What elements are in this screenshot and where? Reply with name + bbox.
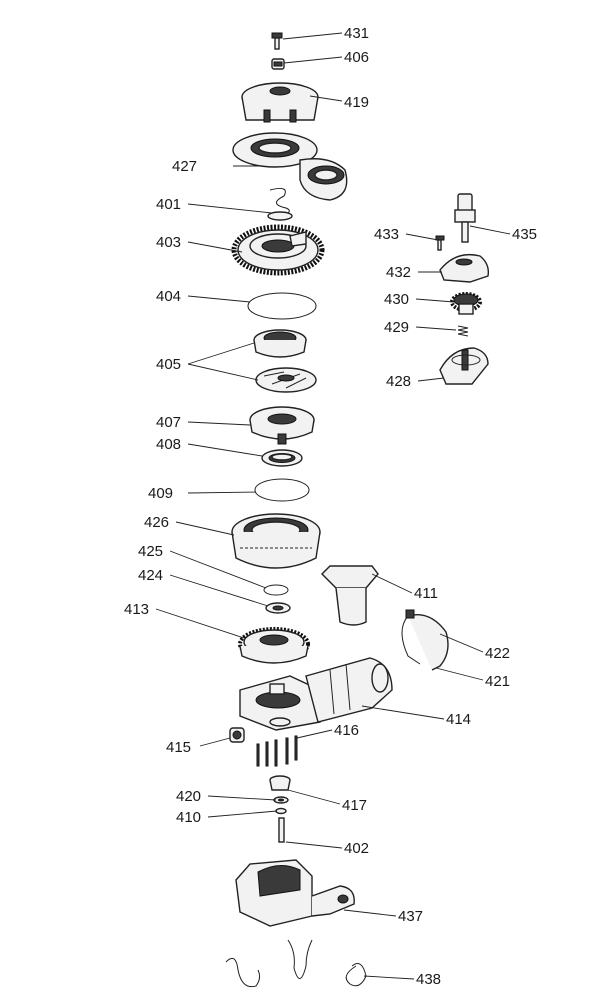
label-406: 406 <box>344 49 369 66</box>
label-402: 402 <box>344 840 369 857</box>
part-437-base <box>235 859 355 927</box>
label-432: 432 <box>386 264 411 281</box>
part-403-gear-ring <box>231 224 325 276</box>
label-416: 416 <box>334 722 359 739</box>
part-410-washer <box>275 807 287 815</box>
part-420-washer <box>273 796 289 804</box>
label-433: 433 <box>374 226 399 243</box>
part-406-nut <box>271 58 285 70</box>
part-433-screw <box>435 235 445 251</box>
label-407: 407 <box>156 414 181 431</box>
label-405: 405 <box>156 356 181 373</box>
label-415: 415 <box>166 739 191 756</box>
part-430-gear <box>450 292 482 315</box>
label-435: 435 <box>512 226 537 243</box>
part-427-hopper-ring <box>232 132 348 201</box>
part-428-housing <box>439 347 489 385</box>
label-437: 437 <box>398 908 423 925</box>
part-411-grounds-cup <box>321 565 379 626</box>
label-425: 425 <box>138 543 163 560</box>
part-432-cover <box>439 253 490 283</box>
part-425-clip <box>263 584 289 596</box>
part-438-spring-left <box>225 957 261 988</box>
label-438: 438 <box>416 971 441 988</box>
label-403: 403 <box>156 234 181 251</box>
part-402-pin <box>278 817 285 843</box>
part-431-screw <box>271 32 283 50</box>
part-422-bracket <box>401 609 449 671</box>
label-411: 411 <box>414 585 438 602</box>
part-404-o-ring <box>247 292 317 320</box>
label-409: 409 <box>148 485 173 502</box>
part-405-burr-upper <box>253 329 307 358</box>
label-417: 417 <box>342 797 367 814</box>
part-413-drive-gear <box>238 627 310 664</box>
part-417-cap <box>269 775 291 791</box>
label-427: 427 <box>172 158 197 175</box>
part-419-cap <box>241 82 319 123</box>
part-435-actuator <box>454 193 476 243</box>
label-424: 424 <box>138 567 163 584</box>
label-404: 404 <box>156 288 181 305</box>
part-438-spring-right <box>345 963 367 987</box>
label-431: 431 <box>344 25 369 42</box>
label-429: 429 <box>384 319 409 336</box>
label-401: 401 <box>156 196 181 213</box>
label-421: 421 <box>485 673 510 690</box>
label-413: 413 <box>124 601 149 618</box>
label-428: 428 <box>386 373 411 390</box>
part-438-spring-center <box>287 939 313 979</box>
callout-labels: 431 406 419 427 401 403 404 405 407 408 … <box>124 25 537 988</box>
part-415-bushing <box>229 727 245 743</box>
part-409-ring <box>254 478 310 502</box>
label-422: 422 <box>485 645 510 662</box>
part-414-motor <box>239 657 393 731</box>
part-416-screws <box>256 735 298 767</box>
label-414: 414 <box>446 711 471 728</box>
part-426-burr-housing <box>231 513 321 569</box>
label-426: 426 <box>144 514 169 531</box>
label-420: 420 <box>176 788 201 805</box>
label-430: 430 <box>384 291 409 308</box>
part-424-washer <box>265 602 291 614</box>
label-408: 408 <box>156 436 181 453</box>
part-401-auger <box>267 188 293 221</box>
part-405-burr-lower <box>255 367 317 393</box>
label-419: 419 <box>344 94 369 111</box>
part-407-burr-carrier <box>249 406 315 445</box>
part-408-washer <box>261 449 303 467</box>
label-410: 410 <box>176 809 201 826</box>
part-429-spring <box>457 325 469 337</box>
leader-lines <box>155 32 511 980</box>
